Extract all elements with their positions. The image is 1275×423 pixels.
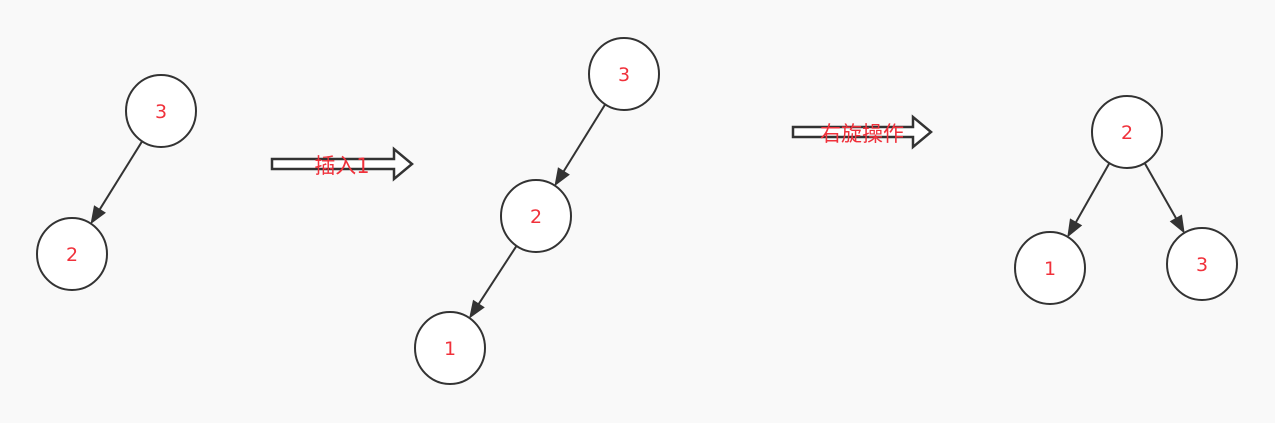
step-arrow-rotate-right: 右旋操作 — [791, 114, 933, 150]
double-arrow-right-icon — [270, 146, 414, 182]
edge-c2-to-c1 — [1067, 161, 1111, 238]
edge-line — [98, 140, 144, 212]
step-arrow-insert: 插入1 — [270, 146, 414, 182]
node-label: 1 — [1044, 258, 1056, 280]
tree-node-b2: 2 — [500, 179, 572, 253]
steps-layer: 插入1 右旋操作 — [270, 114, 933, 182]
double-arrow-right-icon — [791, 114, 933, 150]
edge-line — [1143, 161, 1178, 221]
edge-line — [477, 244, 518, 306]
tree-node-c2: 2 — [1091, 95, 1163, 169]
tree-node-c1: 1 — [1014, 231, 1086, 305]
node-label: 3 — [155, 101, 167, 123]
arrow-head-icon — [469, 299, 485, 319]
tree-node-c3: 3 — [1166, 227, 1238, 301]
arrow-head-icon — [554, 167, 570, 187]
node-label: 2 — [1121, 122, 1133, 144]
step-label: 插入1 — [314, 154, 369, 178]
arrow-head-icon — [90, 205, 106, 225]
edge-c2-to-c3 — [1143, 161, 1185, 234]
arrow-head-icon — [1169, 214, 1185, 234]
node-label: 2 — [66, 244, 78, 266]
tree-node-b1: 1 — [414, 311, 486, 385]
edge-b3-to-b2 — [554, 103, 607, 187]
nodes-layer: 3 2 3 2 1 2 1 3 — [36, 37, 1238, 385]
node-circle — [414, 311, 486, 385]
edge-a3-to-a2 — [90, 140, 144, 225]
tree-node-a2: 2 — [36, 217, 108, 291]
step-label: 右旋操作 — [820, 122, 904, 146]
arrow-head-icon — [1067, 218, 1083, 238]
tree-node-b3: 3 — [588, 37, 660, 111]
node-circle — [1091, 95, 1163, 169]
node-circle — [588, 37, 660, 111]
node-circle — [500, 179, 572, 253]
edge-line — [562, 103, 607, 174]
edge-line — [1074, 161, 1111, 225]
node-label: 2 — [530, 206, 542, 228]
node-circle — [125, 74, 197, 148]
tree-node-a3: 3 — [125, 74, 197, 148]
edge-b2-to-b1 — [469, 244, 518, 319]
node-label: 3 — [1196, 254, 1208, 276]
node-label: 3 — [618, 64, 630, 86]
node-circle — [1166, 227, 1238, 301]
edges-layer — [90, 103, 1185, 319]
node-label: 1 — [444, 338, 456, 360]
node-circle — [1014, 231, 1086, 305]
node-circle — [36, 217, 108, 291]
